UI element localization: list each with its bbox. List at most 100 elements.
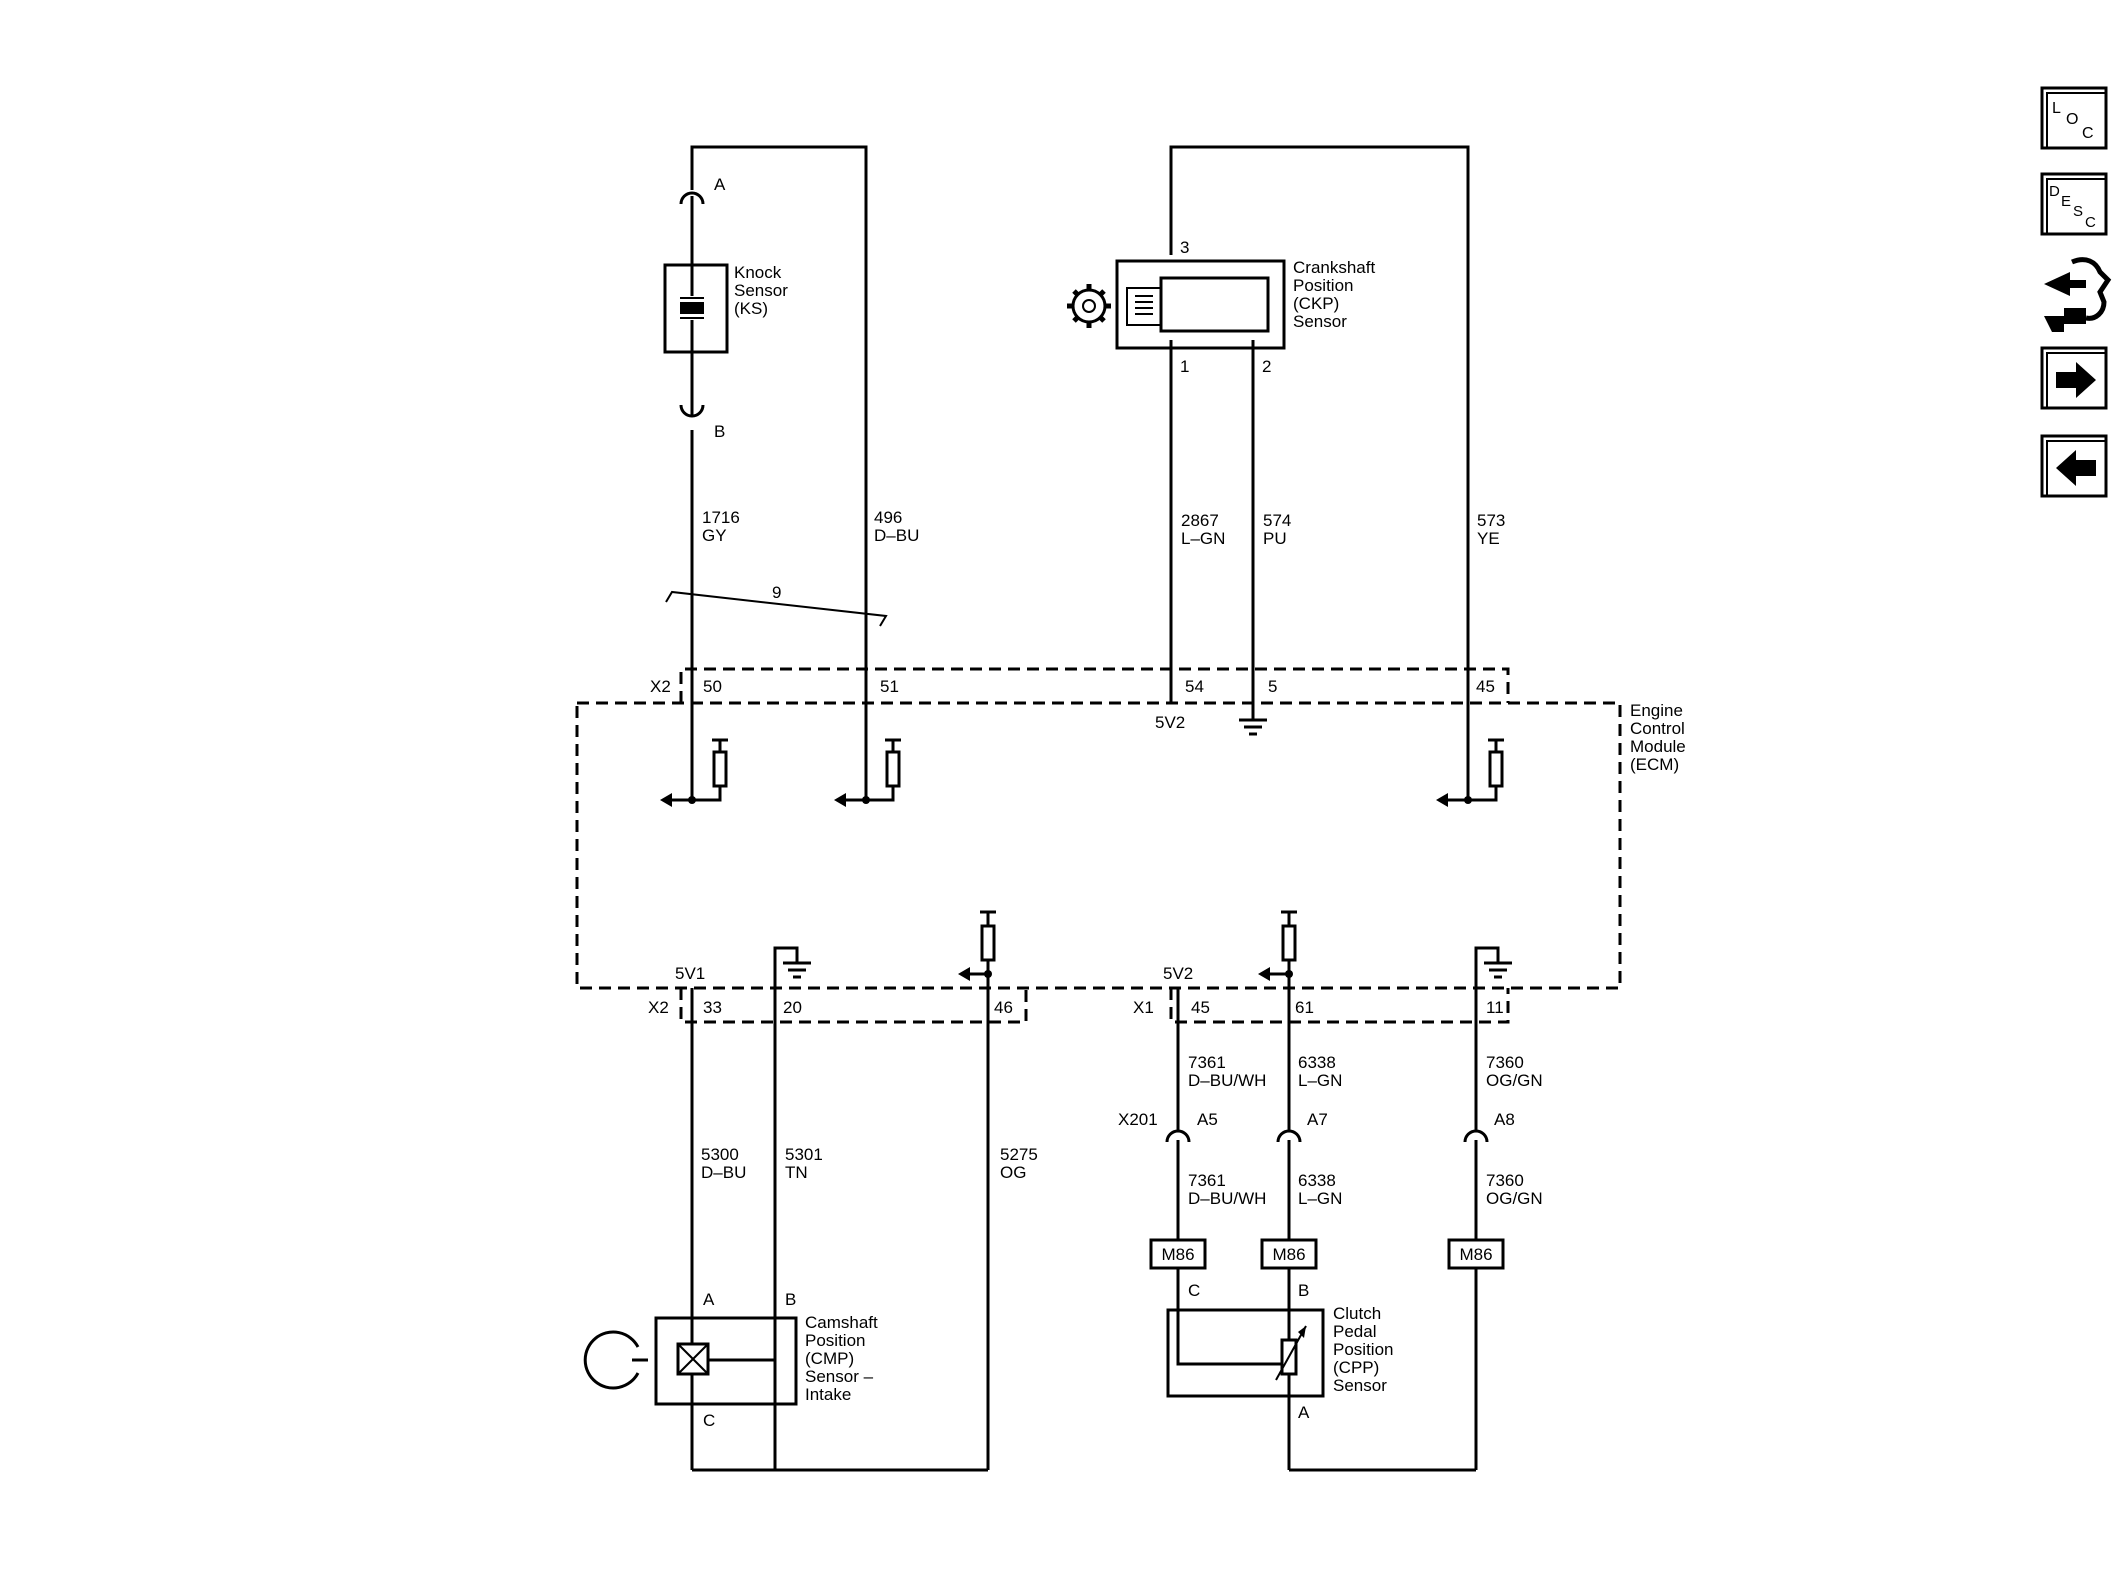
twist-count: 9 <box>772 583 781 602</box>
cmp-pin-b: B <box>785 1290 796 1309</box>
wire-circuit: 7361 <box>1188 1171 1226 1190</box>
knock-sensor-name-2: Sensor <box>734 281 788 300</box>
nav-toolbar: L O C D E S C <box>2040 86 2112 498</box>
ckp-pin-1: 1 <box>1180 357 1189 376</box>
ckp-sensor-box <box>1115 259 1286 350</box>
x201-pin: A8 <box>1494 1110 1515 1129</box>
ecm-name-2: Control <box>1630 719 1685 738</box>
arrow-left-icon <box>2056 450 2096 486</box>
wire-color: D–BU/WH <box>1188 1071 1266 1090</box>
wire-circuit: 6338 <box>1298 1171 1336 1190</box>
wire-color: D–BU <box>874 526 919 545</box>
cpp-sensor-box <box>1166 1308 1325 1398</box>
x2-top-pin: 50 <box>703 677 722 696</box>
cpp-sensor-name-5: Sensor <box>1333 1376 1387 1395</box>
wire-circuit: 574 <box>1263 511 1291 530</box>
wire-color: GY <box>702 526 727 545</box>
wire-circuit: 5275 <box>1000 1145 1038 1164</box>
desc-letter: E <box>2061 193 2071 210</box>
ecm-name-3: Module <box>1630 737 1686 756</box>
splice-label: M86 <box>1161 1245 1194 1264</box>
cpp-sensor-name-3: Position <box>1333 1340 1393 1359</box>
desc-letter: D <box>2049 183 2060 200</box>
x2-top-pin: 54 <box>1185 677 1204 696</box>
knock-sensor-circuit: A B Knock Sensor (KS) <box>663 145 868 800</box>
knock-pin-b: B <box>714 422 725 441</box>
wire-circuit: 5300 <box>701 1145 739 1164</box>
wire-circuit: 7360 <box>1486 1053 1524 1072</box>
x1-bottom-pin: 61 <box>1295 998 1314 1017</box>
x1-bottom-connector: X1 <box>1133 998 1154 1017</box>
wire-color: YE <box>1477 529 1500 548</box>
wire-color: OG/GN <box>1486 1071 1543 1090</box>
desc-button[interactable]: D E S C <box>2040 172 2108 236</box>
ecm-name-1: Engine <box>1630 701 1683 720</box>
x201-name: X201 <box>1118 1110 1158 1129</box>
x2-top-pin: 51 <box>880 677 899 696</box>
cmp-sensor-circuit: 5300 D–BU 5301 TN 5275 OG A B C Camshaft… <box>583 988 1038 1472</box>
upper-wire-labels: 1716 GY 496 D–BU 2867 L–GN 574 PU 573 YE <box>702 508 1505 548</box>
cmp-sensor-name-5: Intake <box>805 1385 851 1404</box>
x2-top-pin: 5 <box>1268 677 1277 696</box>
ecm-name-4: (ECM) <box>1630 755 1679 774</box>
arrow-right-icon <box>2056 362 2096 398</box>
wire-color: OG/GN <box>1486 1189 1543 1208</box>
wire-circuit: 6338 <box>1298 1053 1336 1072</box>
knock-pin-a: A <box>714 175 726 194</box>
wire-circuit: 496 <box>874 508 902 527</box>
ground-icon <box>1239 718 1267 736</box>
cmp-pin-a: A <box>703 1290 715 1309</box>
cpp-sensor-name-1: Clutch <box>1333 1304 1381 1323</box>
wire-color: OG <box>1000 1163 1026 1182</box>
desc-letter: S <box>2073 203 2083 220</box>
next-button[interactable] <box>2040 346 2108 410</box>
wire-color: PU <box>1263 529 1287 548</box>
wire-circuit: 2867 <box>1181 511 1219 530</box>
ground-icon <box>1484 961 1512 979</box>
wiring-connector-icon <box>2044 257 2112 332</box>
cpp-sensor-name-4: (CPP) <box>1333 1358 1379 1377</box>
inline-connector-x201: X201 A5 A7 A8 <box>1118 1110 1515 1240</box>
x2-bottom-pin: 46 <box>994 998 1013 1017</box>
ecm-module: Engine Control Module (ECM) X2 50 51 54 … <box>575 667 1686 1470</box>
loc-letter: L <box>2052 100 2061 117</box>
wire-color: L–GN <box>1298 1189 1342 1208</box>
cam-reluctor-icon <box>583 1330 648 1390</box>
knock-sensor-name-3: (KS) <box>734 299 768 318</box>
cmp-sensor-name-4: Sensor – <box>805 1367 874 1386</box>
wire-color: D–BU/WH <box>1188 1189 1266 1208</box>
wire-color: D–BU <box>701 1163 746 1182</box>
wire-circuit: 7360 <box>1486 1171 1524 1190</box>
splice-label: M86 <box>1459 1245 1492 1264</box>
cmp-sensor-name-2: Position <box>805 1331 865 1350</box>
wire-circuit: 5301 <box>785 1145 823 1164</box>
ckp-sensor-name-4: Sensor <box>1293 312 1347 331</box>
ref-5v2-bottom: 5V2 <box>1163 964 1193 983</box>
cpp-pin-a: A <box>1298 1403 1310 1422</box>
back-button[interactable] <box>2040 434 2108 498</box>
x1-bottom-pin: 11 <box>1486 998 1504 1017</box>
ckp-sensor-circuit: 3 1 2 Crankshaft Position (CKP) Sensor <box>1067 145 1470 720</box>
wire-circuit: 1716 <box>702 508 740 527</box>
splice-label: M86 <box>1272 1245 1305 1264</box>
cmp-pin-c: C <box>703 1411 715 1430</box>
wire-circuit: 573 <box>1477 511 1505 530</box>
desc-letter: C <box>2085 214 2096 231</box>
ref-5v1: 5V1 <box>675 964 705 983</box>
ckp-sensor-name-2: Position <box>1293 276 1353 295</box>
ground-icon <box>783 961 811 979</box>
connector-view-button[interactable] <box>2044 257 2112 332</box>
cmp-sensor-box <box>654 1316 798 1406</box>
x2-bottom-connector: X2 <box>648 998 669 1017</box>
ckp-sensor-name-3: (CKP) <box>1293 294 1339 313</box>
wire-color: TN <box>785 1163 808 1182</box>
x2-top-pin: 45 <box>1476 677 1495 696</box>
x2-top-connector: X2 <box>650 677 671 696</box>
x1-bottom-pin: 45 <box>1191 998 1210 1017</box>
x201-pin: A7 <box>1307 1110 1328 1129</box>
x2-bottom-pin: 20 <box>783 998 802 1017</box>
loc-button[interactable]: L O C <box>2040 86 2108 150</box>
ckp-sensor-name-1: Crankshaft <box>1293 258 1375 277</box>
ref-5v2-top: 5V2 <box>1155 713 1185 732</box>
cpp-sensor-name-2: Pedal <box>1333 1322 1376 1341</box>
